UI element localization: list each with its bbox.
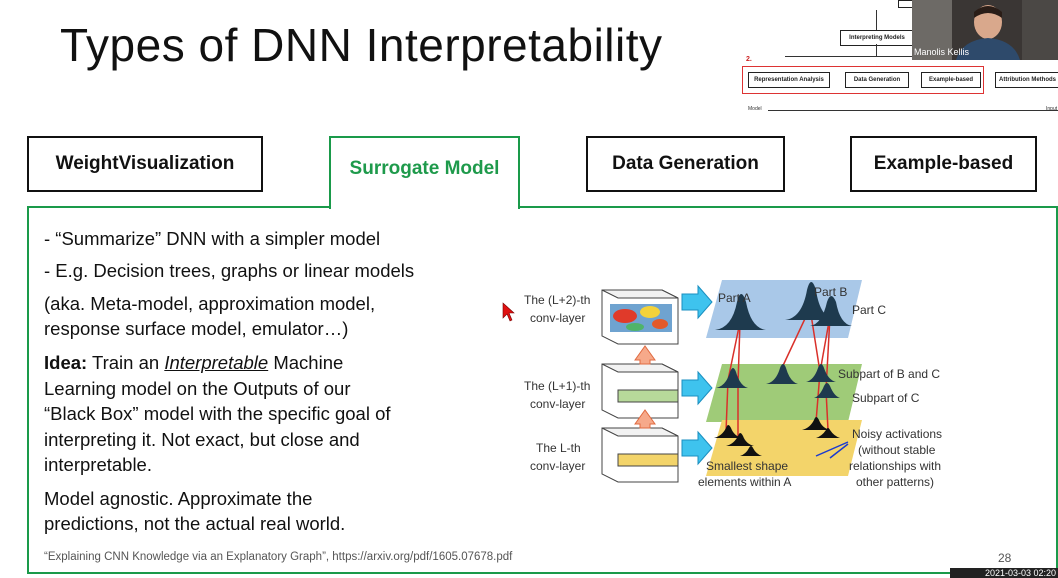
label-noisy-1: Noisy activations xyxy=(852,427,942,441)
peak-sub xyxy=(716,368,748,388)
label-layer-top-1: The (L+2)-th xyxy=(524,293,590,307)
peak-small xyxy=(726,433,754,446)
mouse-cursor-icon xyxy=(502,302,515,322)
tab-example-based: Example-based xyxy=(850,136,1037,192)
label-layer-bot-1: The L-th xyxy=(536,441,581,455)
mini-box-attribution: Attribution Methods xyxy=(995,72,1058,88)
aka-line-2: response surface model, emulator…) xyxy=(44,318,349,339)
idea-line-5: interpretable. xyxy=(44,454,152,475)
mini-connector xyxy=(876,44,877,56)
mini-axis-right-label: Input xyxy=(1046,106,1058,112)
label-noisy-3: relationships with xyxy=(849,459,941,473)
webcam-video: Manolis Kellis xyxy=(912,0,1058,60)
mini-box-data-generation: Data Generation xyxy=(845,72,909,88)
peak-part-c xyxy=(810,296,852,326)
noise-arrow xyxy=(829,443,849,459)
peak-small xyxy=(714,425,742,438)
agnostic-line-1: Model agnostic. Approximate the xyxy=(44,488,313,509)
bullet-examples: - E.g. Decision trees, graphs or linear … xyxy=(44,260,415,281)
idea-line-2: Learning model on the Outputs of our xyxy=(44,378,351,399)
idea-post: Machine xyxy=(268,352,344,373)
label-smallest-1: Smallest shape xyxy=(706,459,788,473)
idea-line-3: “Black Box” model with the specific goal… xyxy=(44,403,391,424)
label-smallest-2: elements within A xyxy=(698,475,791,489)
peak-sub xyxy=(766,364,798,384)
aka-line-1: (aka. Meta-model, approximation model, xyxy=(44,293,376,314)
idea-line-4: interpreting it. Not exact, but close an… xyxy=(44,429,360,450)
tab-surrogate-model: Surrogate Model xyxy=(329,136,520,209)
peak-small xyxy=(740,446,762,456)
label-subpart-bc: Subpart of B and C xyxy=(838,367,940,381)
up-arrow-icon xyxy=(634,409,656,429)
mini-top-box: Interpreting Models xyxy=(840,30,914,46)
label-noisy-2: (without stable xyxy=(858,443,936,457)
right-arrow-icon xyxy=(681,284,713,320)
up-arrow-icon xyxy=(634,345,656,365)
content-panel xyxy=(27,206,1058,574)
tab-weight-visualization: WeightVisualization xyxy=(27,136,263,192)
bullet-summarize: - “Summarize” DNN with a simpler model xyxy=(44,228,381,249)
idea-line-1: Idea: Train an Interpretable Machine xyxy=(44,350,343,376)
label-subpart-c: Subpart of C xyxy=(852,391,920,405)
mini-box-example-based: Example-based xyxy=(921,72,981,88)
peak-part-a xyxy=(715,294,766,330)
page-number: 28 xyxy=(998,551,1012,565)
label-layer-mid-1: The (L+1)-th xyxy=(524,379,590,393)
peak-sub xyxy=(814,383,840,398)
label-part-c: Part C xyxy=(852,303,886,317)
idea-emphasis: Interpretable xyxy=(164,352,269,373)
idea-label: Idea: xyxy=(44,352,88,373)
tab-data-generation: Data Generation xyxy=(586,136,785,192)
label-layer-top-2: conv-layer xyxy=(530,311,585,325)
label-layer-mid-2: conv-layer xyxy=(530,397,585,411)
right-arrow-icon xyxy=(681,430,713,466)
mini-axis-left-label: Model xyxy=(748,106,762,112)
layer-stack-top xyxy=(601,289,679,345)
noise-arrow xyxy=(815,441,849,457)
label-part-b: Part B xyxy=(814,285,847,299)
label-noisy-4: other patterns) xyxy=(856,475,934,489)
webcam-name-label: Manolis Kellis xyxy=(914,47,970,57)
peak-part-b xyxy=(785,282,836,320)
peak-small xyxy=(816,428,840,438)
peak-sub xyxy=(806,364,836,382)
peak-small xyxy=(802,417,830,430)
explanatory-graph-figure: The (L+2)-th conv-layer The (L+1)-th con… xyxy=(524,280,942,489)
mini-connector xyxy=(876,10,877,30)
idea-pre: Train an xyxy=(87,352,165,373)
layer-stack-bot xyxy=(601,427,679,483)
label-layer-bot-2: conv-layer xyxy=(530,459,585,473)
right-arrow-icon xyxy=(681,370,713,406)
footnote: “Explaining CNN Knowledge via an Explana… xyxy=(44,551,513,563)
mini-highlight-box xyxy=(742,66,984,94)
agnostic-line-2: predictions, not the actual real world. xyxy=(44,513,346,534)
mini-axis-line xyxy=(768,110,1058,111)
slide-title: Types of DNN Interpretability xyxy=(60,19,663,71)
mini-number: 2. xyxy=(746,56,752,63)
timestamp: 2021-03-03 02:20 xyxy=(950,568,1058,578)
webcam-person-icon xyxy=(912,0,1058,60)
mini-box-representation: Representation Analysis xyxy=(748,72,830,88)
layer-stack-mid xyxy=(601,363,679,419)
label-part-a: Part A xyxy=(718,291,751,305)
